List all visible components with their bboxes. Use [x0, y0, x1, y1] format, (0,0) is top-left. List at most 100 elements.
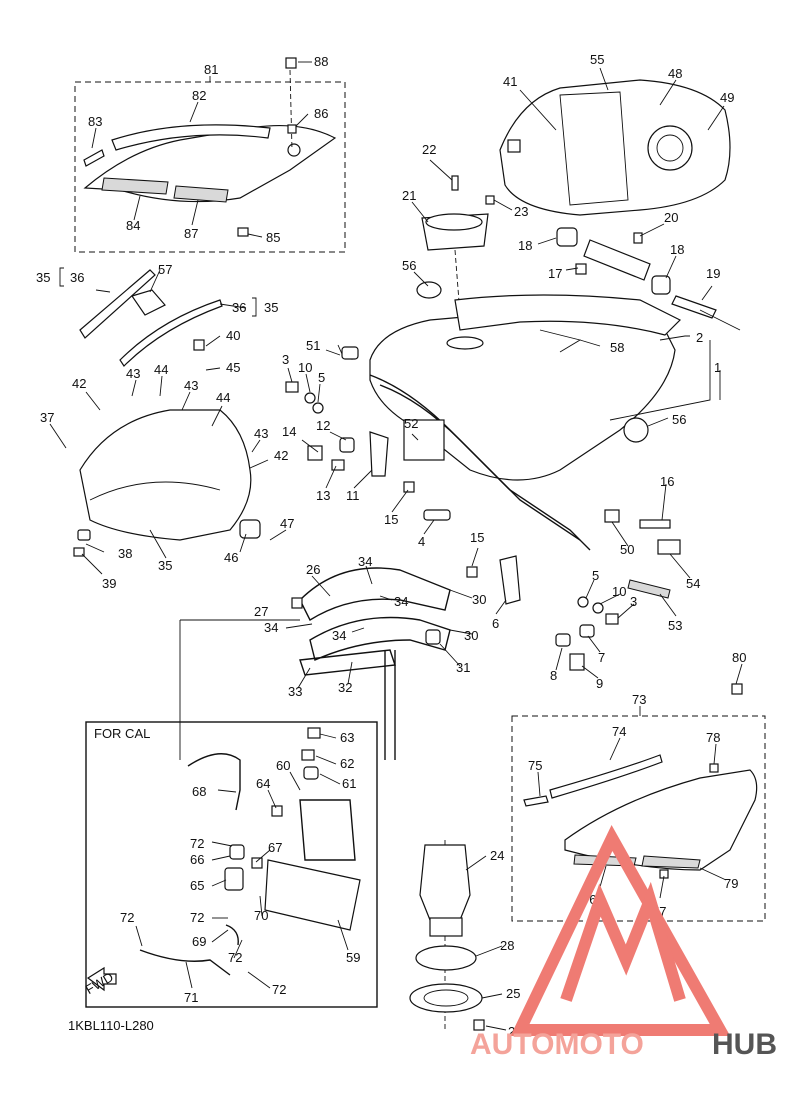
callout-55: 55: [590, 52, 604, 67]
callout-74: 74: [612, 724, 626, 739]
callout-12: 12: [316, 418, 330, 433]
callout-84: 84: [126, 218, 140, 233]
callout-66: 66: [190, 852, 204, 867]
leader-lines: [49, 61, 743, 1031]
callout-19: 19: [706, 266, 720, 281]
callout-56b: 56: [672, 412, 686, 427]
callout-34b: 34: [394, 594, 408, 609]
callout-72a: 72: [190, 836, 204, 851]
callout-24: 24: [490, 848, 504, 863]
callout-10b: 10: [612, 584, 626, 599]
callout-34d: 34: [332, 628, 346, 643]
callout-42b: 42: [274, 448, 288, 463]
callout-11: 11: [346, 488, 360, 503]
callout-2: 2: [696, 330, 703, 345]
callout-44a: 44: [154, 362, 168, 377]
callout-73: 73: [632, 692, 646, 707]
callout-36b: 36: [232, 300, 246, 315]
callout-48: 48: [668, 66, 682, 81]
callout-34a: 34: [358, 554, 372, 569]
callout-21: 21: [402, 188, 416, 203]
callout-57: 57: [158, 262, 172, 277]
callout-10a: 10: [298, 360, 312, 375]
callout-65: 65: [190, 878, 204, 893]
callout-51: 51: [306, 338, 320, 353]
callout-67: 67: [268, 840, 282, 855]
callout-69: 69: [192, 934, 206, 949]
callout-35a: 35: [36, 270, 50, 285]
callout-22: 22: [422, 142, 436, 157]
callout-15a: 15: [384, 512, 398, 527]
callout-39: 39: [102, 576, 116, 591]
callout-86: 86: [314, 106, 328, 121]
callout-3b: 3: [630, 594, 637, 609]
callout-20: 20: [664, 210, 678, 225]
fuel-tank-main: [341, 294, 682, 551]
callout-85: 85: [266, 230, 280, 245]
callout-43a: 43: [126, 366, 140, 381]
callout-72d: 72: [228, 950, 242, 965]
callout-83: 83: [88, 114, 102, 129]
callout-72c: 72: [120, 910, 134, 925]
callout-8: 8: [550, 668, 557, 683]
tank-cover-assembly: [499, 79, 731, 216]
callout-72e: 72: [272, 982, 286, 997]
callout-34c: 34: [264, 620, 278, 635]
callout-54: 54: [686, 576, 700, 591]
side-cover-group-81: [74, 57, 346, 253]
callout-71: 71: [184, 990, 198, 1005]
callout-50: 50: [620, 542, 634, 557]
callout-56a: 56: [402, 258, 416, 273]
callout-42a: 42: [72, 376, 86, 391]
callout-60: 60: [276, 758, 290, 773]
callout-18a: 18: [518, 238, 532, 253]
callout-3a: 3: [282, 352, 289, 367]
tank-mounts: [285, 381, 681, 671]
callout-47: 47: [280, 516, 294, 531]
callout-17: 17: [548, 266, 562, 281]
callout-18b: 18: [670, 242, 684, 257]
callout-81: 81: [204, 62, 218, 77]
frame-brackets: [291, 567, 451, 760]
callout-43c: 43: [254, 426, 268, 441]
callout-13: 13: [316, 488, 330, 503]
for-cal-box: [85, 721, 378, 1008]
callout-49: 49: [720, 90, 734, 105]
callout-52: 52: [404, 416, 418, 431]
callout-38: 38: [118, 546, 132, 561]
callout-63: 63: [340, 730, 354, 745]
callout-44b: 44: [216, 390, 230, 405]
callout-43b: 43: [184, 378, 198, 393]
watermark-text-right: HUB: [712, 1028, 777, 1061]
callout-53: 53: [668, 618, 682, 633]
callout-68: 68: [192, 784, 206, 799]
callout-1: 1: [714, 360, 721, 375]
callout-6: 6: [492, 616, 499, 631]
callout-59: 59: [346, 950, 360, 965]
callout-4: 4: [418, 534, 425, 549]
diagram-code: 1KBL110-L280: [68, 1018, 154, 1033]
callout-79: 79: [724, 876, 738, 891]
callout-31: 31: [456, 660, 470, 675]
callout-5a: 5: [318, 370, 325, 385]
callout-70: 70: [254, 908, 268, 923]
callout-5b: 5: [592, 568, 599, 583]
callout-46: 46: [224, 550, 238, 565]
callout-15b: 15: [470, 530, 484, 545]
callout-32: 32: [338, 680, 352, 695]
callout-78: 78: [706, 730, 720, 745]
callout-23: 23: [514, 204, 528, 219]
callout-9: 9: [596, 676, 603, 691]
callout-28: 28: [500, 938, 514, 953]
callout-25: 25: [506, 986, 520, 1001]
callout-40: 40: [226, 328, 240, 343]
callout-27: 27: [254, 604, 268, 619]
callout-64: 64: [256, 776, 270, 791]
callout-61: 61: [342, 776, 356, 791]
callout-58: 58: [610, 340, 624, 355]
callout-45: 45: [226, 360, 240, 375]
callout-35c: 35: [158, 558, 172, 573]
fuel-pump-assembly: [409, 840, 485, 1031]
callout-72b: 72: [190, 910, 204, 925]
